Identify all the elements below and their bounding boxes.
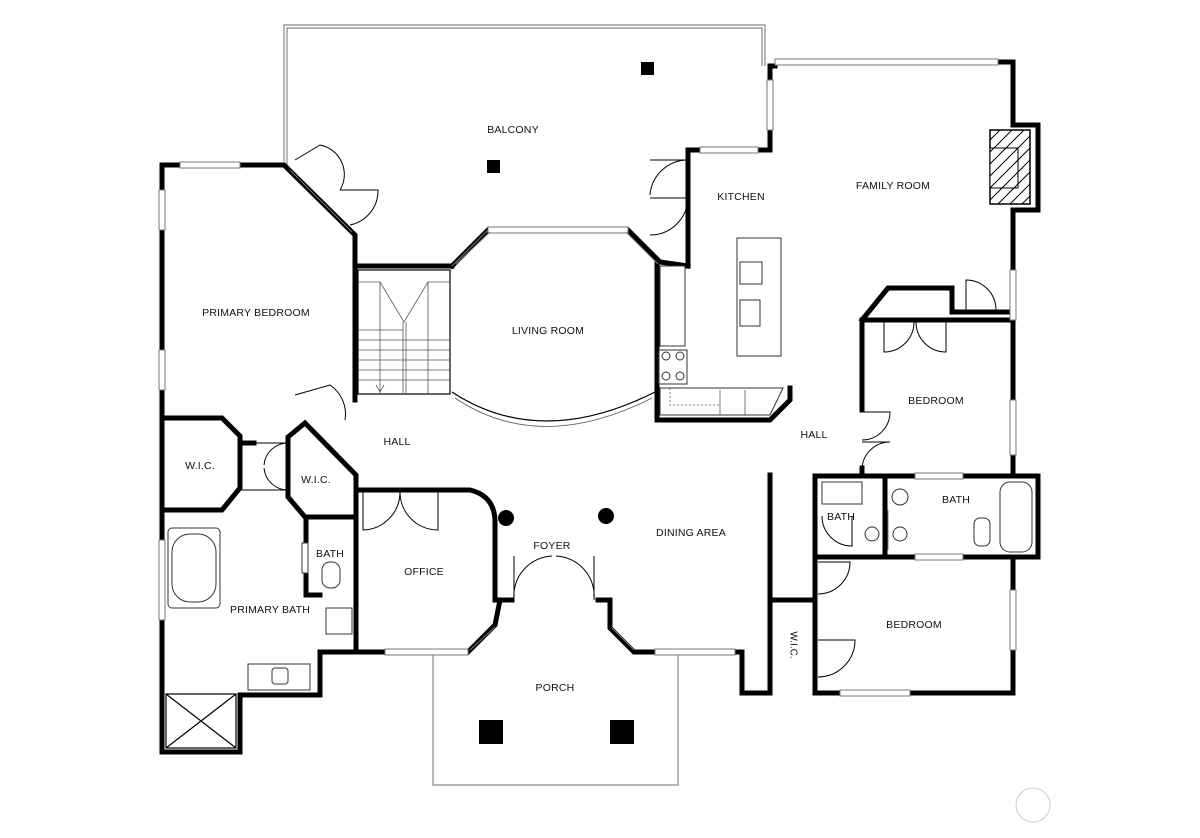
label-living-room: LIVING ROOM [512,325,584,337]
bay-windows [289,169,659,651]
label-kitchen: KITCHEN [717,191,765,203]
label-bedroom-east: BEDROOM [908,395,964,407]
label-hall-west: HALL [383,436,410,448]
label-family-room: FAMILY ROOM [856,180,930,192]
label-porch: PORCH [536,682,575,694]
label-wic-center: W.I.C. [301,474,331,486]
label-wic-west: W.I.C. [185,460,215,472]
doors [240,144,997,678]
columns [479,62,654,744]
walls [159,59,1041,755]
bath-fixtures [165,481,1033,749]
living-room-curve [451,391,656,427]
windows [158,58,1017,697]
balcony-railing [283,24,766,165]
label-bedroom-southeast: BEDROOM [886,619,942,631]
label-bath-east-small: BATH [827,511,855,523]
label-dining-area: DINING AREA [656,527,726,539]
label-bath-east: BATH [942,494,970,506]
label-primary-bedroom: PRIMARY BEDROOM [202,307,310,319]
label-foyer: FOYER [533,540,570,552]
fireplace [989,129,1031,205]
compass-icon [1015,787,1051,823]
porch-outline [432,655,679,786]
label-balcony: BALCONY [487,124,539,136]
label-hall-east: HALL [800,429,827,441]
label-wic-east: W.I.C. [787,631,798,658]
label-bath-west: BATH [316,548,344,560]
label-office: OFFICE [404,566,444,578]
kitchen-fixtures [658,237,784,416]
room-labels: BALCONY KITCHEN FAMILY ROOM PRIMARY BEDR… [185,124,970,694]
staircase [357,269,451,395]
label-primary-bath: PRIMARY BATH [230,604,310,616]
